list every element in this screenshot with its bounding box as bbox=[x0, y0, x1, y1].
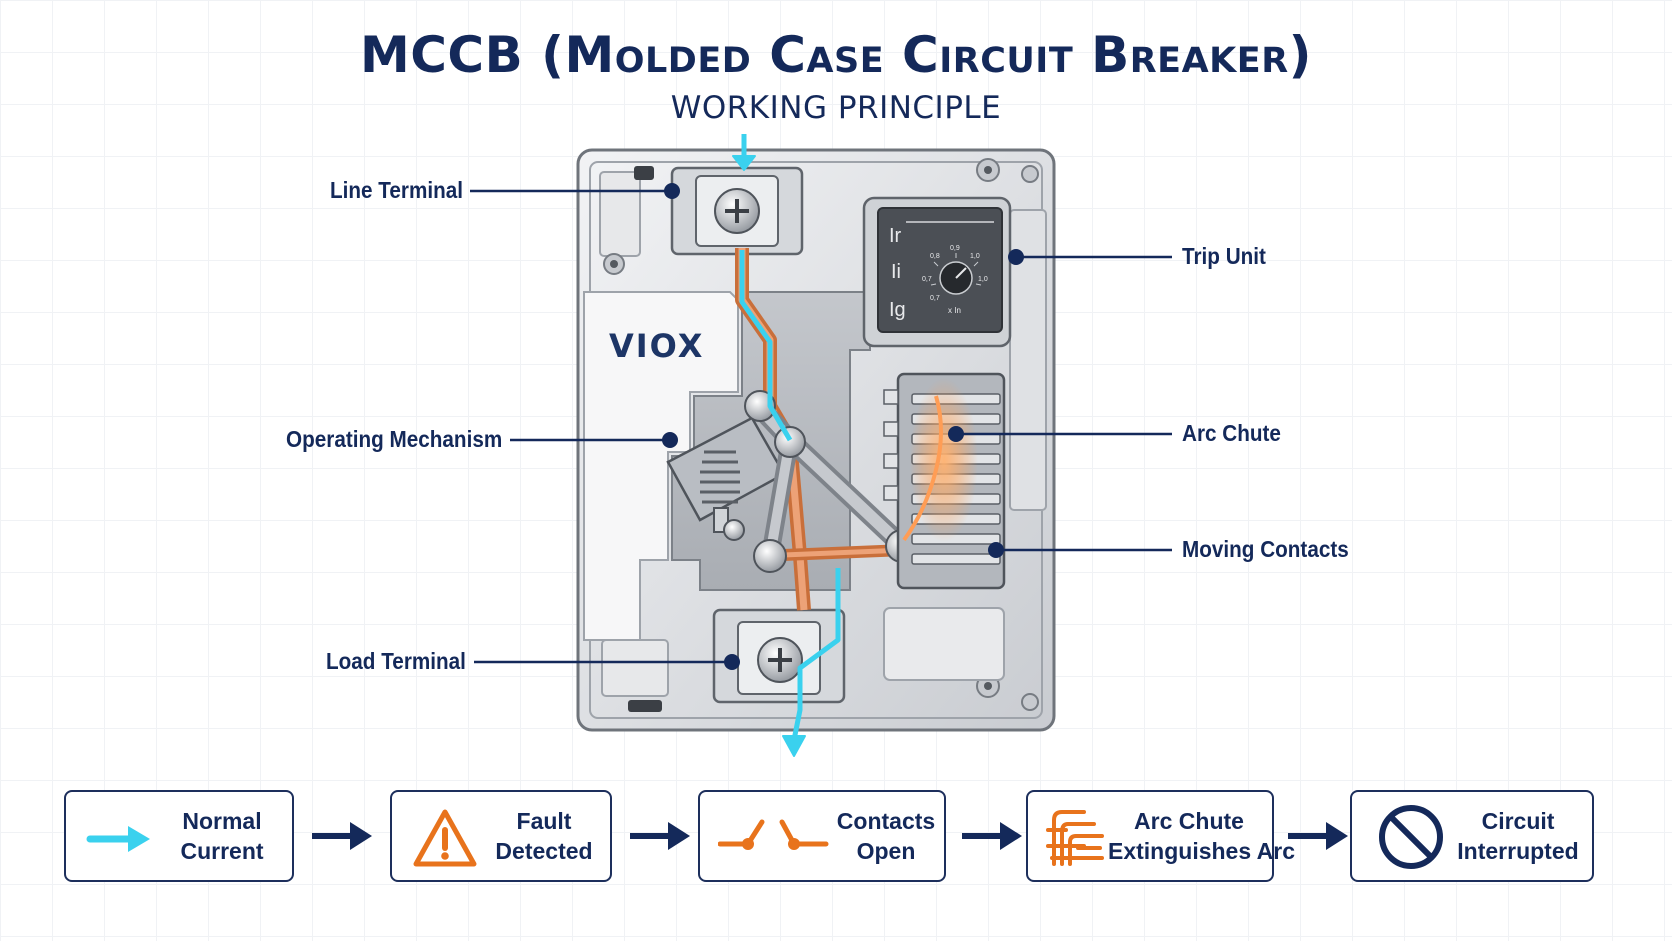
callout-trip-unit: Trip Unit bbox=[1182, 243, 1266, 269]
step-contacts-open: Contacts Open bbox=[698, 790, 946, 882]
page-title: MCCB (Molded Case Circuit Breaker) bbox=[359, 26, 1313, 84]
flow-arrow-icon bbox=[630, 822, 690, 850]
step-fault-detected: Fault Detected bbox=[390, 790, 612, 882]
dial-unit-label: x In bbox=[948, 306, 961, 315]
dial-scale-label: 1,0 bbox=[978, 276, 988, 283]
trip-setting-ig: Ig bbox=[889, 299, 906, 321]
callout-operating-mechanism: Operating Mechanism bbox=[286, 426, 503, 452]
step-arc-chute-extinguishes-arc: Arc Chute Extinguishes Arc bbox=[1026, 790, 1296, 882]
arc-chute-stack bbox=[883, 372, 1006, 590]
step-label: Contacts Open bbox=[836, 808, 936, 864]
flow-arrow-icon bbox=[962, 822, 1022, 850]
trip-setting-ir: Ir bbox=[889, 225, 902, 247]
prohibited-icon bbox=[1379, 805, 1443, 869]
line-terminal-block bbox=[670, 166, 804, 256]
dial-scale-label: 0,7 bbox=[930, 295, 940, 302]
open-contacts-icon bbox=[718, 819, 829, 850]
callout-arc-chute: Arc Chute bbox=[1182, 420, 1281, 446]
dial-scale-label: 0,7 bbox=[922, 276, 932, 283]
flow-arrow-icon bbox=[312, 822, 372, 850]
current-flow-path bbox=[732, 134, 841, 757]
flow-arrow-icon bbox=[1288, 822, 1348, 850]
dial-scale-label: 0,8 bbox=[930, 253, 940, 260]
dial-scale-label: 0,9 bbox=[950, 245, 960, 252]
step-label: Circuit Interrupted bbox=[1457, 808, 1579, 864]
step-normal-current: Normal Current bbox=[64, 790, 294, 882]
callout-moving-contacts: Moving Contacts bbox=[1182, 536, 1349, 562]
load-terminal-block bbox=[712, 608, 846, 704]
step-label: Normal Current bbox=[180, 808, 264, 864]
arrow-right-icon bbox=[86, 826, 150, 852]
callout-line-terminal: Line Terminal bbox=[330, 177, 464, 203]
step-circuit-interrupted: Circuit Interrupted bbox=[1350, 790, 1594, 882]
callout-leader-lines bbox=[470, 182, 1172, 671]
page-subtitle: WORKING PRINCIPLE bbox=[670, 90, 1002, 126]
trip-setting-ii: Ii bbox=[891, 261, 901, 283]
callout-load-terminal: Load Terminal bbox=[326, 648, 466, 674]
warning-icon bbox=[413, 809, 477, 867]
step-label: Fault Detected bbox=[495, 808, 593, 864]
arc-chute-icon bbox=[1046, 810, 1104, 866]
trip-unit-panel bbox=[862, 196, 1012, 348]
dial-scale-label: 1,0 bbox=[970, 253, 980, 260]
step-label: Arc Chute Extinguishes Arc bbox=[1108, 808, 1296, 864]
brand-logo: VIOX bbox=[609, 327, 704, 365]
